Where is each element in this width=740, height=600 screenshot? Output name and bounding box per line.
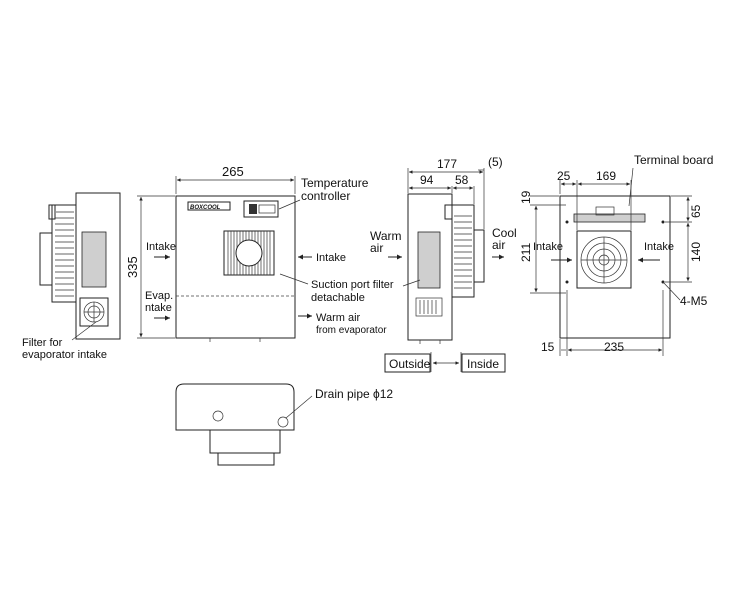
dim-235: 235 (604, 340, 624, 354)
dim-25: 25 (557, 169, 571, 183)
intake-right-label: Intake (316, 252, 346, 264)
drain-pipe (277, 416, 289, 428)
right-side-view: 177 94 58 (5) (388, 155, 504, 372)
dim-140: 140 (689, 242, 703, 262)
inside-label: Inside (467, 357, 499, 371)
dim-265: 265 (222, 164, 244, 179)
terminal-board-label: Terminal board (634, 153, 713, 167)
intake-back-right-label: Intake (644, 241, 674, 253)
evaporator-intake-filter-icon (79, 297, 109, 327)
drain-pipe-label: Drain pipe ϕ12 (315, 387, 393, 401)
evap-intake-label-1: Evap. (145, 290, 173, 302)
intake-left-label: Intake (146, 241, 176, 253)
suction-filter-label-2: detachable (311, 292, 365, 304)
outside-label-box (384, 353, 431, 373)
right-side-vent-grille (417, 231, 441, 289)
warm-air-evap-label-1: Warm air (316, 312, 361, 324)
evap-intake-label-2: ntake (145, 302, 172, 314)
right-side-fins (454, 215, 472, 289)
temperature-controller (243, 200, 279, 218)
warm-air-label-2: air (370, 241, 383, 255)
filter-evap-label-1: Filter for (22, 337, 63, 349)
dim-5: (5) (488, 155, 503, 169)
warm-air-label-1: Warm (370, 229, 402, 243)
intake-back-left-label: Intake (533, 241, 563, 253)
dim-169: 169 (596, 169, 616, 183)
temperature-controller-label-1: Temperature (301, 176, 369, 190)
terminal-board (573, 213, 646, 223)
dim-211: 211 (519, 243, 533, 262)
inside-label-box (461, 353, 506, 373)
back-view: 25 169 19 211 65 140 15 235 (519, 167, 703, 356)
temperature-controller-label-2: controller (301, 189, 350, 203)
left-side-vent-grille (81, 231, 107, 288)
mount-holes-label: 4-M5 (680, 294, 708, 308)
filter-evap-label-2: evaporator intake (22, 349, 107, 361)
dim-19: 19 (519, 190, 533, 204)
dim-15: 15 (541, 340, 555, 354)
left-side-fins (55, 217, 74, 297)
suction-filter-label-1: Suction port filter (311, 279, 394, 291)
cool-air-label-2: air (492, 238, 505, 252)
back-fan-icon (576, 230, 632, 289)
dim-335: 335 (125, 256, 140, 278)
suction-port-filter (415, 297, 443, 317)
left-side-view (39, 192, 121, 341)
dim-94: 94 (420, 173, 434, 187)
outside-label: Outside (389, 357, 431, 371)
dim-65: 65 (689, 204, 703, 218)
brand-plate (187, 201, 231, 211)
front-fan-grille (223, 230, 275, 276)
cool-air-label-1: Cool (492, 226, 517, 240)
warm-air-evap-label-2: from evaporator (316, 325, 387, 336)
dim-177: 177 (437, 157, 457, 171)
dim-58: 58 (455, 173, 469, 187)
brand-text: BOXCOOL (190, 205, 221, 211)
front-view: BOXCOOL 265 335 (125, 164, 312, 342)
bottom-view (175, 383, 313, 466)
